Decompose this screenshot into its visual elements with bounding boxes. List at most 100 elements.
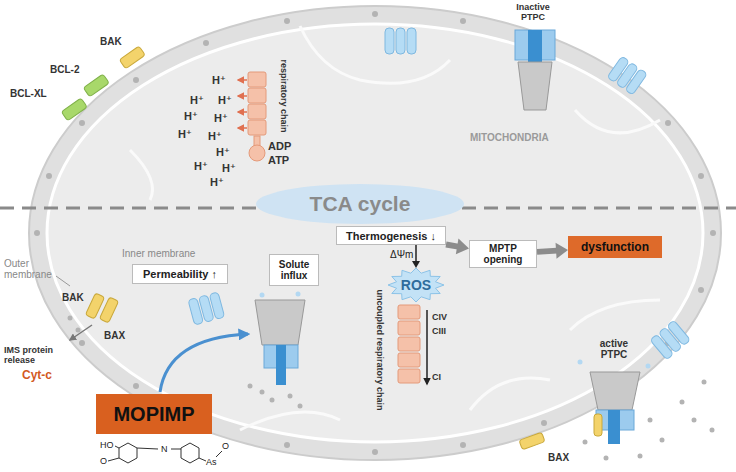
membrane-particles [46,173,52,179]
membrane-particles [680,400,685,405]
arrow-head [556,243,568,259]
solute-particles [260,292,651,369]
membrane-label: Outer membrane [4,258,56,280]
bcl-proteins [61,46,545,450]
vdac-channel [396,28,405,54]
molecule-label: ATP [268,154,289,166]
block-arrow [537,243,568,259]
outcome-label: dysfunction [581,240,649,254]
vdac-channel [607,56,647,95]
membrane-particles [34,230,40,236]
protein-label: BCL-XL [10,88,47,99]
membrane-particles [710,230,716,236]
bcl-proteins [99,297,118,323]
membrane-particles [79,340,85,346]
proton-label: H⁺ [194,160,208,173]
respiratory-chain [248,120,266,135]
membrane-particles [203,40,209,46]
membrane-particles [710,428,715,433]
vdac-channel [209,292,224,319]
membrane-particles [692,418,697,423]
atom-label: HO [100,440,114,450]
atom-label: O [100,456,107,466]
complex-label: CIII [432,326,446,336]
solute-particles [296,292,301,297]
proton-arrows [238,79,247,81]
ptpc-complex [255,300,305,345]
vdac-channel [188,28,690,360]
membrane-particles [460,18,466,24]
arrow-head [456,239,469,255]
process-note: IMS protein release [4,345,66,365]
atom-label: As [206,457,217,467]
protein-label: BAK [62,292,84,303]
proton-label: H⁺ [190,94,204,107]
membrane-particles [76,328,81,333]
uncoupled-chain [398,353,420,367]
bcl-proteins [83,74,109,97]
proton-label: H⁺ [218,94,232,107]
atom-label: N [161,444,168,454]
membrane-particles [698,287,704,293]
bcl-proteins [119,46,145,69]
proton-label: H⁺ [216,146,230,159]
membrane-particles [604,456,609,461]
cristae [240,412,340,430]
membrane-label: Inner membrane [122,248,195,259]
membrane-particles [288,394,293,399]
ptpc-complex [276,345,286,385]
membrane-particles [34,11,716,461]
chemical-structure [119,443,137,463]
vdac-channel [407,28,416,54]
inner-membrane [47,24,703,442]
cristae [300,26,450,83]
membrane-particles [648,418,653,423]
cristae [130,150,153,200]
burst-outline [388,268,444,302]
process-label: MPTP opening [474,243,532,265]
ptpc-complex [518,62,552,110]
mopimp-arrow [160,334,248,392]
membrane-particles [583,440,588,445]
bcl-proteins [61,98,87,121]
process-box: MPTP opening [469,240,537,268]
chemical-structure [216,451,222,457]
membrane-particles [460,442,466,448]
block-arrow [446,239,469,255]
compound-label: MOPIMP [113,403,194,426]
chemical-structure [115,446,119,448]
complex-label: Inactive PTPC [508,2,558,22]
membrane-particles [270,398,275,403]
membrane-particles [372,11,378,17]
ptpc-complex [608,410,620,444]
proton-label: H⁺ [210,176,224,189]
ros-label: ROS [401,277,431,293]
cytochrome-release-arrow [70,325,92,340]
respiratory-chain [248,72,266,161]
protein-label: BCL-2 [50,64,79,75]
vdac-channel [650,320,690,360]
ptpc-complex [594,414,602,436]
ptpc-complex [590,372,640,410]
chemical-structure [171,449,181,450]
chemical-structure [181,443,199,463]
respiratory-chain [248,104,266,119]
cytochrome-release-arrow [70,325,92,340]
solute-particles [578,360,583,365]
membrane-particles [660,438,665,443]
electron-flow-arrow [427,310,428,384]
proton-arrows [238,80,247,128]
proton-label: H⁺ [222,162,236,175]
chemical-structure [137,448,158,449]
protein-label: BAX [104,330,125,341]
cycle-label: TCA cycle [310,192,411,216]
mopimp-arrow [160,334,248,392]
outer-membrane [29,6,721,460]
proton-label: H⁺ [178,128,192,141]
vdac-channel [385,28,416,54]
outer-membrane-leader [56,276,70,286]
protein-label: BAX [548,452,569,463]
proton-label: H⁺ [212,74,226,87]
bcl-proteins [519,432,545,450]
